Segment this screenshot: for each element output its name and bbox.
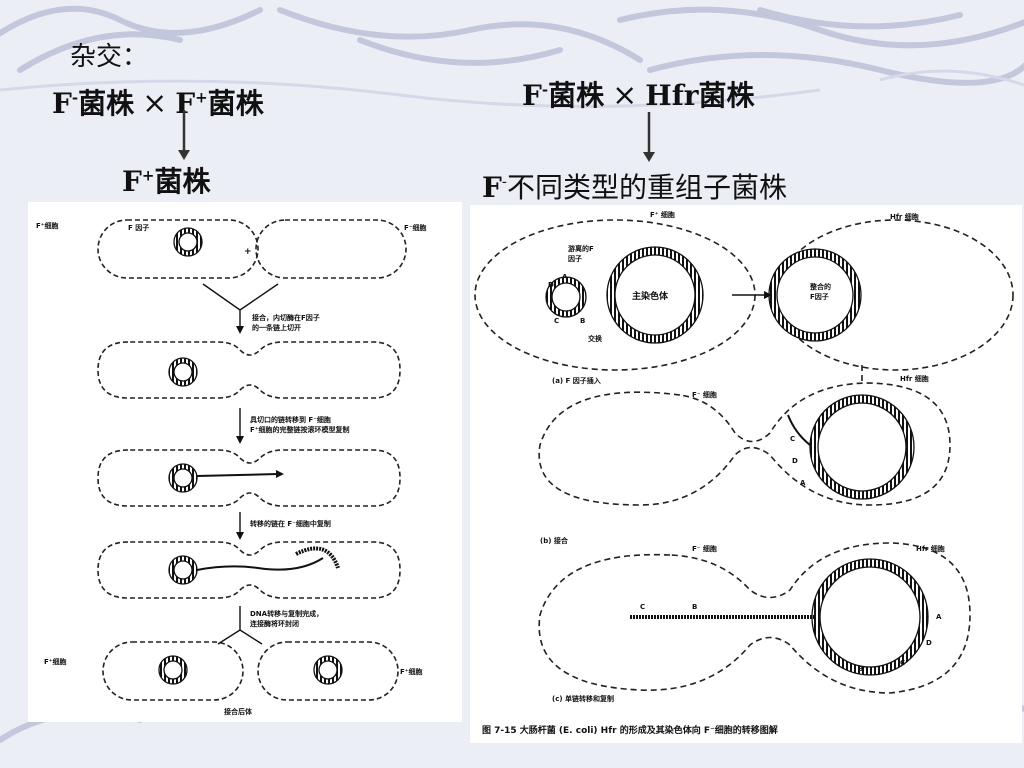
cross2-right: Hfr菌株 (645, 79, 755, 112)
a-free-f-line2: 因子 (568, 254, 582, 263)
step4-line2: 连接酶将环封闭 (250, 619, 299, 628)
cross2-left-tail: 菌株 (548, 79, 605, 112)
a-exchange-label: 交换 (588, 334, 603, 343)
a-chromosome-label: 主染色体 (632, 290, 669, 302)
c-letter-a: A (936, 613, 942, 621)
step4-line1: DNA转移与复制完成， (250, 609, 323, 618)
b-transferred-strand (787, 414, 811, 446)
b-letter-d: D (792, 457, 798, 465)
a-integrated-line2: F因子 (810, 292, 829, 301)
step1-line1: 接合，内切酶在F因子 (252, 313, 320, 322)
a-hfr-cell (776, 219, 1014, 371)
f-plus-cell-final-2 (257, 641, 399, 701)
result-recombinants: F-不同类型的重组子菌株 (482, 166, 787, 206)
c-letter-c: C (640, 603, 645, 611)
mating-pair-4 (97, 541, 401, 599)
cross1-right-sup: + (195, 88, 208, 107)
cross1-left-tail: 菌株 (78, 87, 135, 120)
mating-pair-3 (97, 449, 401, 507)
label-end: 接合后体 (224, 707, 253, 716)
label-f-minus-cell: F⁻细胞 (404, 223, 426, 232)
cross-f-minus-x-hfr: F-菌株×Hfr菌株 (522, 74, 755, 114)
cross-symbol: × (142, 86, 168, 121)
result2-tail: 不同类型的重组子菌株 (506, 171, 787, 204)
label-f-factor: F 因子 (128, 223, 149, 232)
cross1-right-tail: 菌株 (207, 87, 264, 120)
a-letter-a: A (562, 273, 568, 281)
result1-sup: + (141, 166, 155, 185)
c-letter-b: B (692, 603, 697, 611)
label-f-plus-a: F⁺细胞 (44, 657, 66, 666)
replicating-strand-row4 (295, 546, 340, 569)
step2-line1: 具切口的链转移到 F⁻细胞 (249, 415, 331, 424)
cross-symbol-2: × (612, 78, 638, 113)
f-plus-cell-final-1 (102, 641, 244, 701)
c-letter-b2: B (858, 665, 863, 673)
a-letter-b: B (580, 317, 585, 325)
cross1-left-sup: - (71, 88, 79, 107)
figure-caption: 图 7-15 大肠杆菌 (E. coli) Hfr 的形成及其染色体向 F⁻细胞… (482, 724, 778, 736)
f-minus-cell-1 (255, 219, 407, 279)
cross-f-minus-x-f-plus: F-菌株×F+菌株 (52, 82, 264, 122)
caption-a: (a) F 因子插入 (552, 376, 601, 385)
hfr-transfer-figure: F⁺ 细胞 Hfr 细胞 游离的F 因子 主染色体 整合的 F因子 交换 D A… (470, 205, 1022, 743)
a-label-f-plus: F⁺ 细胞 (650, 210, 675, 219)
f-plus-cell-1 (97, 219, 259, 279)
merge-lines-1 (202, 283, 279, 328)
label-f-plus-cell: F⁺细胞 (36, 221, 58, 230)
c-mating-cells (538, 542, 971, 694)
plus-sign: + (244, 247, 252, 257)
caption-c: (c) 单链转移和复制 (552, 694, 614, 703)
result1-main: F (122, 165, 142, 198)
split-lines-4 (217, 606, 263, 645)
transferred-strand-row3 (196, 473, 279, 477)
c-label-hfr: Hfr 细胞 (916, 544, 945, 553)
caption-b: (b) 接合 (540, 536, 569, 545)
f-plus-conjugation-figure: + F⁺细胞 F 因子 F⁻细胞 接合，内切酶在F因子 的一条链上切开 具切口的… (28, 202, 462, 722)
mating-pair-2 (97, 341, 401, 399)
result2-main: F (482, 171, 502, 204)
a-integrated-line1: 整合的 (809, 282, 831, 291)
a-letter-c: C (554, 317, 559, 325)
b-label-f-minus: F⁻ 细胞 (692, 390, 717, 399)
cross2-left: F (522, 79, 542, 112)
cross1-left: F (52, 87, 72, 120)
b-letter-c: C (790, 435, 795, 443)
step2-line2: F⁺细胞的完整链按滚环模型复制 (250, 425, 349, 434)
step1-line2: 的一条链上切开 (252, 323, 301, 332)
slide-title: 杂交： (70, 42, 149, 72)
b-letter-a: A (800, 479, 806, 487)
cross1-right: F (175, 87, 196, 120)
result2-sup: - (501, 172, 507, 191)
c-label-f-minus: F⁻ 细胞 (692, 544, 717, 553)
label-f-plus-b: F⁺细胞 (400, 667, 422, 676)
hfr-transfer-svg: F⁺ 细胞 Hfr 细胞 游离的F 因子 主染色体 整合的 F因子 交换 D A… (474, 210, 1014, 736)
a-letter-d: D (548, 281, 554, 289)
f-plus-conjugation-svg: + F⁺细胞 F 因子 F⁻细胞 接合，内切酶在F因子 的一条链上切开 具切口的… (36, 219, 426, 716)
a-free-f-line1: 游离的F (568, 244, 594, 253)
c-letter-c2: C (900, 659, 905, 667)
result1-tail: 菌株 (154, 165, 211, 198)
cross2-left-sup: - (541, 80, 549, 99)
transferred-strand-row4 (196, 557, 324, 571)
c-letter-d: D (926, 639, 932, 647)
b-mating-cells (538, 382, 951, 506)
b-label-hfr: Hfr 细胞 (900, 374, 929, 383)
result-f-plus: F+菌株 (122, 160, 210, 200)
step3: 转移的链在 F⁻细胞中复制 (250, 519, 331, 528)
a-label-hfr: Hfr 细胞 (890, 212, 919, 221)
